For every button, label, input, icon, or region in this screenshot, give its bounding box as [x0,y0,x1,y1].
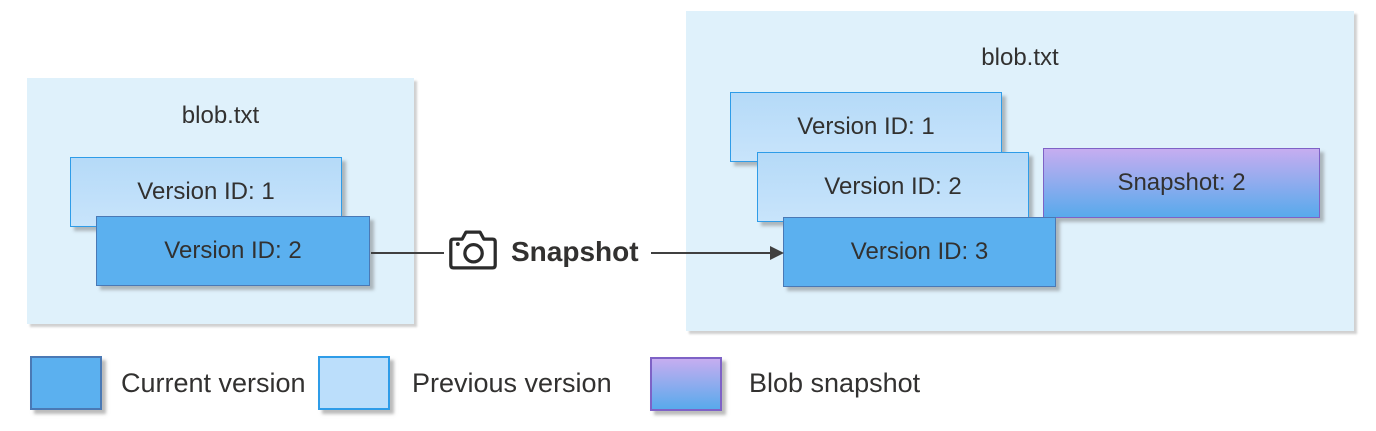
legend-swatch-current-version [30,356,102,410]
left-version-1-label: Version ID: 1 [137,178,275,205]
left-blob-title: blob.txt [181,102,260,129]
left-version-2-box: Version ID: 2 [96,216,370,286]
right-version-1-box: Version ID: 1 [730,92,1002,162]
legend-swatch-previous-version [318,356,390,410]
legend-label-blob-snapshot: Blob snapshot [749,368,921,398]
arrowhead-icon [770,246,784,260]
connector-line-left [371,252,444,254]
snapshot-action-label: Snapshot [511,236,639,267]
right-version-2-box: Version ID: 2 [757,152,1029,222]
legend-label-current-version: Current version [121,368,306,398]
legend-label-previous-version: Previous version [412,368,612,398]
right-snapshot-2-label: Snapshot: 2 [1117,169,1246,196]
right-version-1-label: Version ID: 1 [797,113,935,140]
right-version-2-label: Version ID: 2 [824,173,962,200]
right-version-3-box: Version ID: 3 [783,217,1056,287]
left-version-1-box: Version ID: 1 [70,157,342,227]
connector-line-right [651,252,771,254]
left-version-2-label: Version ID: 2 [164,237,302,264]
right-blob-title: blob.txt [981,44,1059,71]
camera-icon [449,230,497,270]
right-version-3-label: Version ID: 3 [850,238,989,265]
legend-swatch-blob-snapshot [650,357,722,411]
right-snapshot-2-box: Snapshot: 2 [1043,148,1320,218]
